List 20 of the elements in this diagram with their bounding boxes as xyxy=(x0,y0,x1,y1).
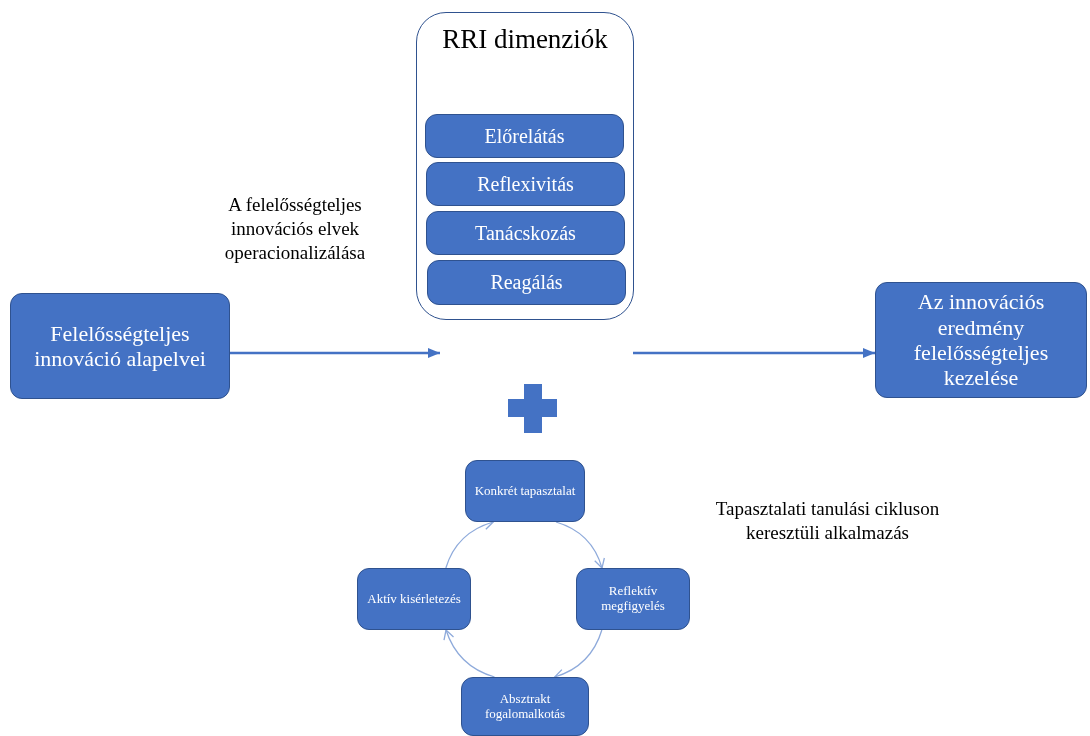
process-box: Aktív kisérletezés xyxy=(357,568,471,630)
process-box: Felelősségteljes innováció alapelvei xyxy=(10,293,230,399)
process-box: Reflektív megfigyelés xyxy=(576,568,690,630)
arrow xyxy=(445,519,494,569)
note-text: Tapasztalati tanulási cikluson keresztüli alkalmazás xyxy=(715,497,940,545)
process-box: Reagálás xyxy=(427,260,626,305)
arrow xyxy=(554,629,603,680)
process-box: Absztrakt fogalomalkotás xyxy=(461,677,589,736)
process-box: Az innovációs eredmény felelősségteljes kezelése xyxy=(875,282,1087,398)
process-box: Reflexivitás xyxy=(426,162,625,206)
arrow xyxy=(443,629,496,678)
note-text: A felelősségteljes innovációs elvek operacionalizálása xyxy=(223,193,367,265)
group-title: RRI dimenziók xyxy=(441,23,609,56)
arrow xyxy=(230,348,440,358)
process-box: Előrelátás xyxy=(425,114,624,158)
arrow xyxy=(555,521,605,569)
process-box: Tanácskozás xyxy=(426,211,625,255)
group-box xyxy=(416,12,634,320)
process-box: Konkrét tapasztalat xyxy=(465,460,585,522)
arrow xyxy=(633,348,875,358)
